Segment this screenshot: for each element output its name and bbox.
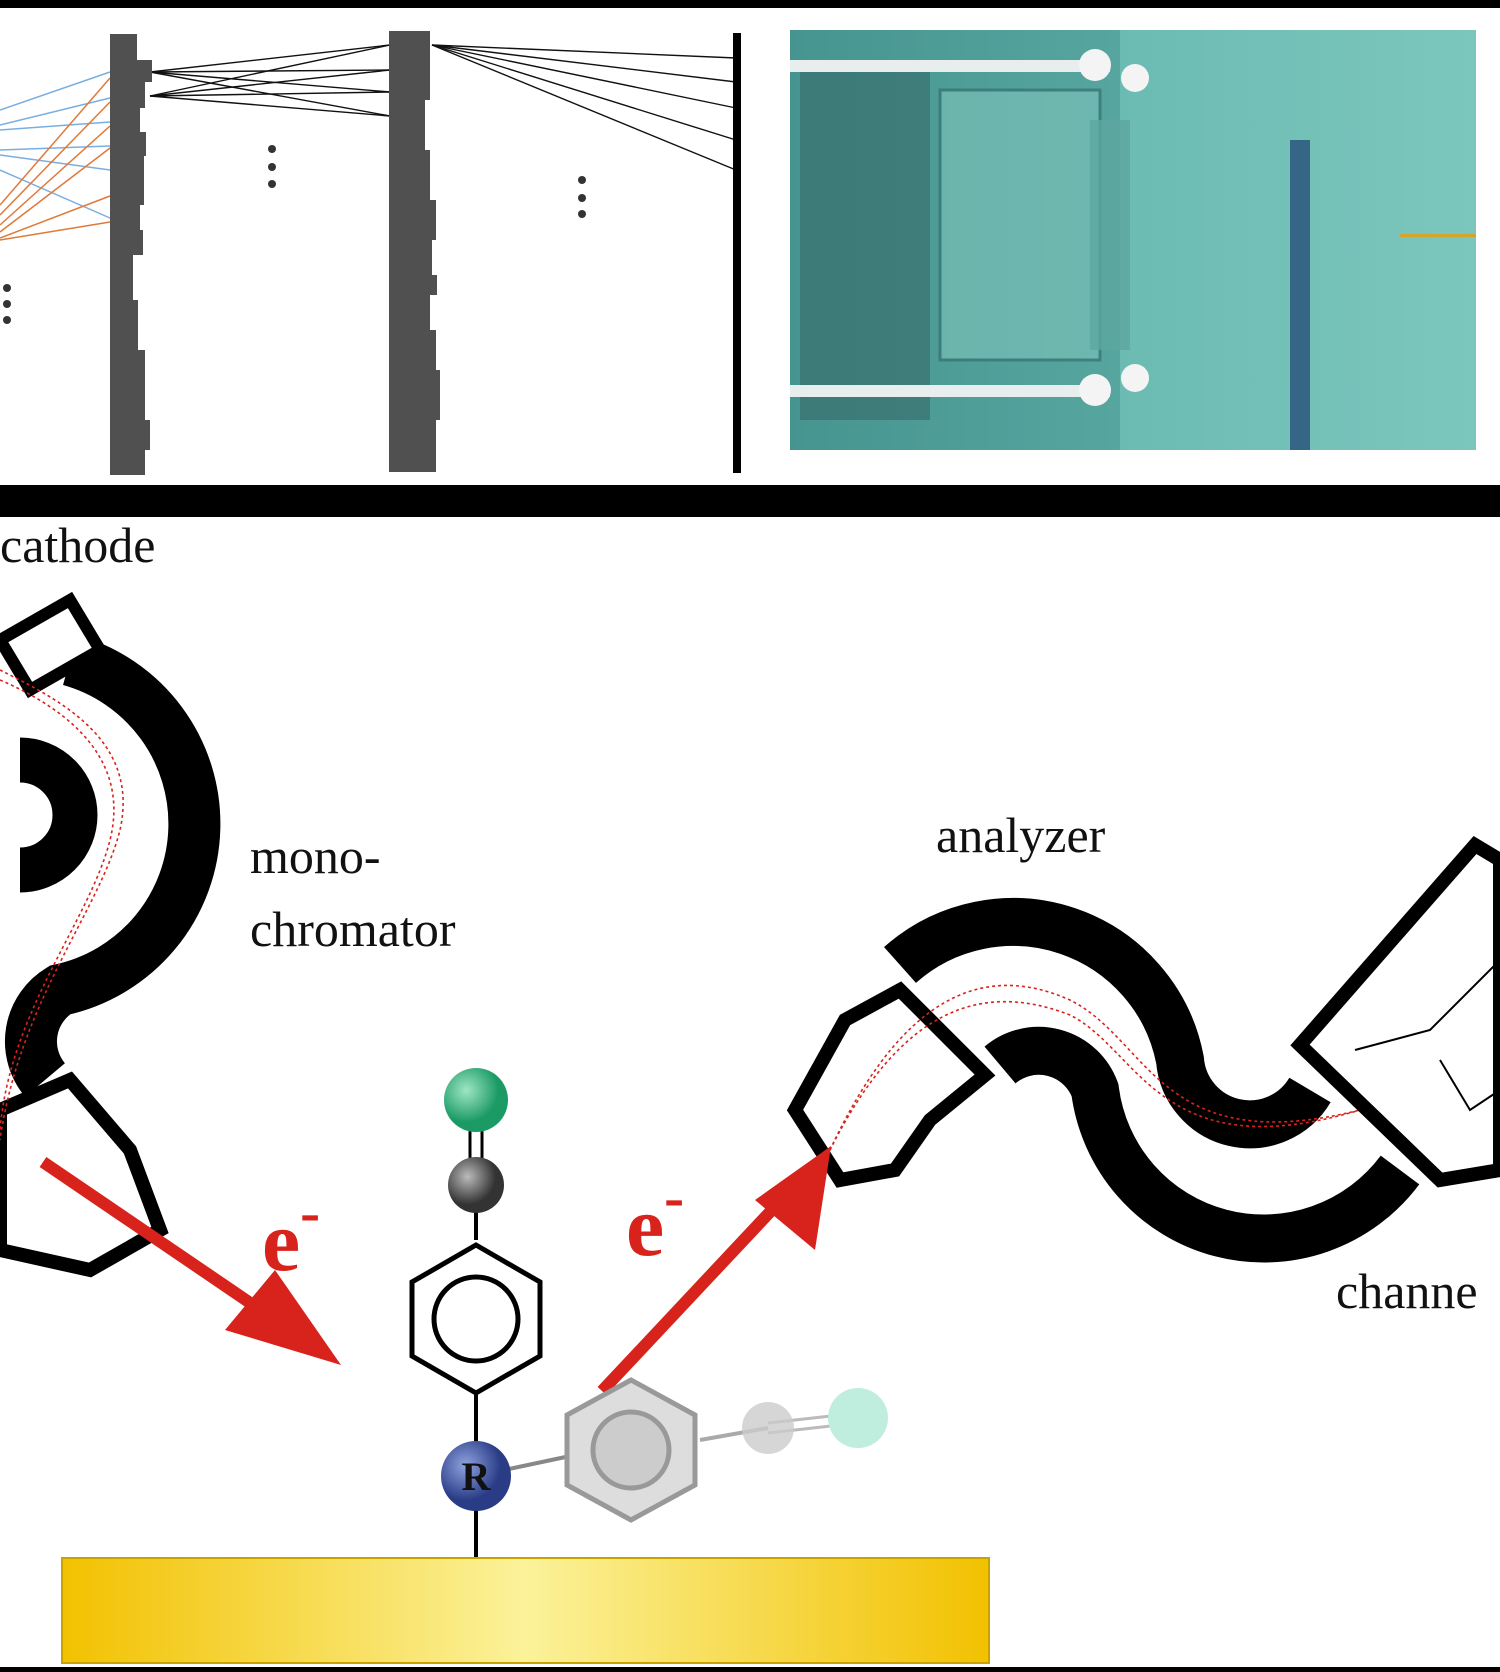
blue-connections (0, 71, 111, 219)
label-channeltron: channe (1336, 1263, 1478, 1319)
layer-bar-2 (389, 31, 440, 472)
faded-carbon-atom (742, 1402, 794, 1454)
water-tank-photo (790, 30, 1476, 450)
incident-electron-arrow (39, 1157, 341, 1365)
carbon-atom (448, 1157, 504, 1213)
black-connections (149, 44, 737, 171)
label-cathode: cathode (0, 517, 155, 573)
label-mono: mono- (250, 828, 381, 884)
scattered-electron-arrow (597, 1146, 831, 1396)
ellipsis-dots (3, 145, 586, 324)
r-group-atom (441, 1441, 511, 1511)
electron-out-label: e- (626, 1164, 684, 1274)
faded-nitrogen-atom (828, 1388, 888, 1448)
gold-substrate (61, 1557, 990, 1664)
output-line (733, 33, 741, 473)
r-group-label: R (462, 1454, 492, 1499)
label-chromator: chromator (250, 901, 456, 957)
layer-bar-1 (110, 34, 152, 475)
label-analyzer: analyzer (936, 807, 1106, 863)
electron-in-label: e- (262, 1179, 320, 1289)
neural-network-diagram (0, 31, 741, 475)
analyzer (786, 835, 1500, 1263)
molecule: R (409, 1068, 888, 1558)
orange-connections (0, 77, 111, 241)
monochromator (0, 591, 221, 1278)
bottom-panel-background (0, 517, 1500, 1667)
nitrogen-atom (444, 1068, 508, 1132)
